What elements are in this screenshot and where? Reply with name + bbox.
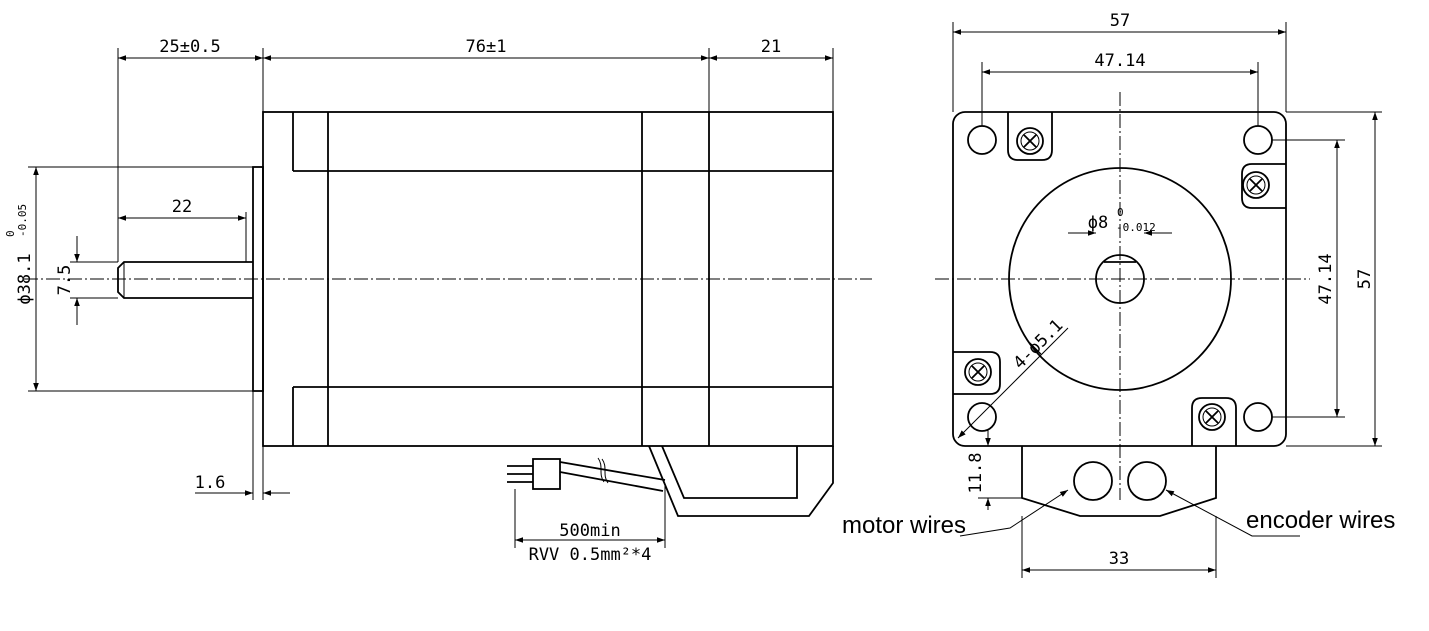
dim-shaft-tol-lower: -0.012 xyxy=(1116,221,1156,234)
label-motor-wires: motor wires xyxy=(842,512,966,539)
shaft-end xyxy=(1095,254,1145,304)
dim-57-right: 57 xyxy=(1355,269,1375,289)
dim-1-6: 1.6 xyxy=(195,473,226,493)
dim-flange-diameter: ϕ38.1 xyxy=(15,253,35,304)
side-view: 25±0.5 76±1 21 22 ϕ38.1 0 -0.05 7.5 1.6 … xyxy=(4,37,872,565)
mounting-hole-tr xyxy=(1243,125,1273,155)
front-face xyxy=(952,111,1287,447)
screw-left xyxy=(953,351,1001,395)
mounting-hole-bl xyxy=(967,402,997,432)
encoder-wire-port xyxy=(1127,461,1167,501)
pilot-circle xyxy=(1008,167,1232,391)
dim-22: 22 xyxy=(172,197,192,217)
dim-11-8: 11.8 xyxy=(966,453,986,494)
shaft xyxy=(117,261,253,299)
dim-7-5: 7.5 xyxy=(55,265,75,296)
dim-25: 25±0.5 xyxy=(159,37,220,57)
dim-47-14-top: 47.14 xyxy=(1094,51,1145,71)
dim-47-14-right: 47.14 xyxy=(1316,253,1336,304)
dim-flange-tol-upper: 0 xyxy=(4,230,17,237)
motor-wire-port xyxy=(1073,461,1113,501)
mounting-hole-tl xyxy=(967,125,997,155)
dim-57-top: 57 xyxy=(1110,11,1130,31)
dim-shaft-diameter: ϕ8 xyxy=(1088,213,1108,233)
screw-bottom xyxy=(1191,397,1237,446)
dim-33: 33 xyxy=(1109,549,1129,569)
dim-shaft-tol-upper: 0 xyxy=(1117,206,1124,219)
mounting-hole-br xyxy=(1243,402,1273,432)
connector xyxy=(532,458,561,490)
cable-spec: RVV 0.5mm²*4 xyxy=(529,545,652,565)
screw-right xyxy=(1241,163,1286,209)
cable xyxy=(559,461,666,481)
dim-21: 21 xyxy=(761,37,781,57)
flange xyxy=(252,166,264,392)
dim-500min: 500min xyxy=(559,521,620,541)
rear-cover xyxy=(648,445,834,517)
front-view: 57 47.14 57 47.14 ϕ8 0 -0.012 4-ϕ5.1 11.… xyxy=(842,11,1395,578)
dim-flange-tol-lower: -0.05 xyxy=(16,204,29,237)
dim-76: 76±1 xyxy=(466,37,507,57)
cable-box xyxy=(1021,446,1217,517)
screw-top xyxy=(1007,112,1053,161)
label-encoder-wires: encoder wires xyxy=(1246,507,1395,534)
